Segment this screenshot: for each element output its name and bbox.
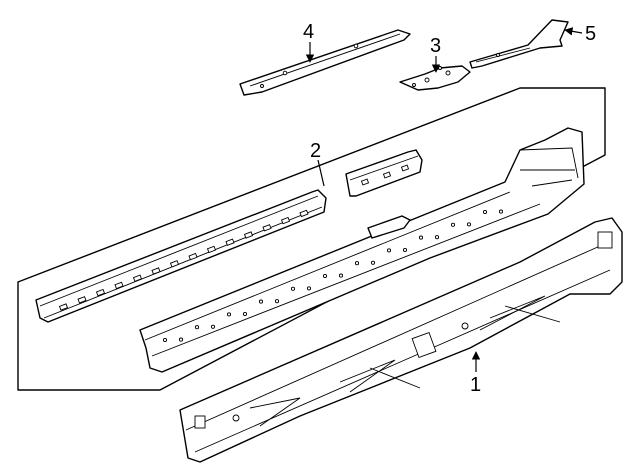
rail-hole [370, 260, 376, 265]
slot [299, 209, 309, 218]
rail-hole [434, 235, 440, 240]
callout-3: 3 [430, 35, 441, 57]
group-frame [17, 87, 606, 391]
part-1-rocker-panel [179, 217, 623, 463]
part-2-short-extrusion [345, 149, 423, 197]
slot [280, 216, 291, 225]
part-3-plate [399, 65, 471, 91]
slot [58, 303, 69, 311]
rail-hole [290, 286, 296, 291]
rail-hole [466, 222, 472, 227]
rail-hole [306, 286, 312, 291]
rail-hole [482, 209, 488, 215]
rail-hole [418, 235, 424, 240]
slot [206, 245, 217, 254]
rail-hole [162, 337, 168, 343]
rail-hole [258, 299, 264, 304]
rail-hole [178, 337, 184, 342]
rail-hole [354, 261, 360, 266]
rail-hole [338, 273, 344, 278]
rail-hole [450, 222, 456, 227]
slot [169, 260, 180, 268]
callout-4: 4 [303, 21, 314, 43]
rail-hole [274, 299, 280, 304]
part-2-reinforcement [35, 189, 327, 323]
leader-5 [564, 27, 583, 36]
rail-hole [402, 247, 408, 253]
callout-1: 1 [470, 374, 481, 396]
slot [262, 224, 272, 232]
slot [243, 231, 254, 239]
slot [77, 296, 87, 304]
rail-hole [226, 312, 232, 317]
part-2-inner-rail [139, 127, 585, 373]
slot [188, 252, 198, 261]
slot [151, 267, 161, 275]
slot [225, 238, 235, 246]
callout-2: 2 [310, 140, 321, 162]
rail-hole [210, 324, 216, 329]
slot [132, 274, 143, 282]
rail-hole [242, 311, 248, 317]
leader-2 [317, 159, 325, 187]
slot [114, 281, 124, 290]
rail-hole [386, 248, 392, 253]
rail-hole [194, 325, 200, 330]
rail-hole [498, 209, 504, 214]
part-4-bracket [239, 29, 411, 96]
slot [95, 288, 106, 297]
part-5-bracket [469, 19, 569, 69]
rail-hole [322, 273, 328, 279]
callout-5: 5 [585, 23, 596, 45]
